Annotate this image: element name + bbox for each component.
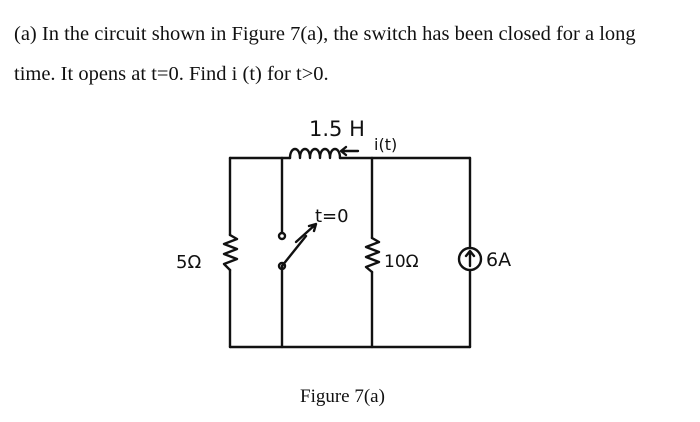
resistor-10-ohm-label: 10Ω	[384, 252, 419, 272]
switch-arrow	[294, 222, 318, 244]
switch-contact-top	[277, 231, 287, 241]
current-label: i(t)	[374, 135, 397, 154]
current-source-symbol	[457, 246, 483, 272]
problem-line-1: (a) In the circuit shown in Figure 7(a),…	[14, 23, 636, 45]
resistor-5-ohm-symbol	[222, 233, 239, 272]
switch-label: t=0	[315, 206, 349, 227]
current-source-label: 6A	[486, 249, 511, 271]
problem-line-2: time. It opens at t=0. Find i (t) for t>…	[14, 63, 329, 85]
current-source-arrow	[464, 249, 476, 268]
problem-statement: (a) In the circuit shown in Figure 7(a),…	[14, 14, 690, 94]
inductor-label: 1.5 H	[309, 117, 365, 141]
figure-caption: Figure 7(a)	[300, 386, 385, 407]
switch-blade	[280, 234, 308, 268]
inductor-symbol	[288, 147, 342, 160]
switch-contact-bottom	[277, 261, 287, 271]
current-arrow	[339, 145, 360, 157]
resistor-5-ohm-label: 5Ω	[176, 252, 201, 273]
resistor-10-ohm-symbol	[364, 236, 381, 274]
